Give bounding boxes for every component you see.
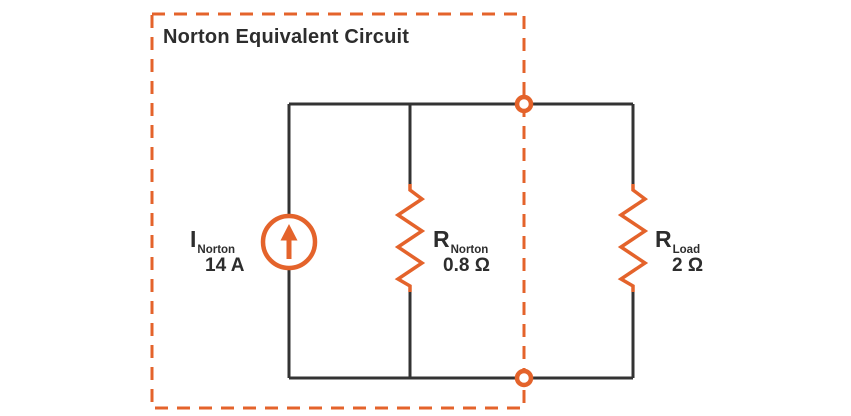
resistor-load-zigzag-icon: [617, 184, 649, 292]
current-source-symbol: [260, 213, 318, 271]
current-source-value: 14 A: [205, 255, 245, 277]
current-source-symbol-text: INorton: [190, 226, 244, 256]
resistor-norton-symbol-text: RNorton: [433, 226, 490, 256]
current-source-label: INorton 14 A: [190, 226, 244, 275]
resistor-load-value: 2 Ω: [672, 255, 704, 277]
resistor-load-symbol-text: RLoad: [655, 226, 703, 256]
resistor-norton-symbol-letter: R: [433, 226, 450, 252]
resistor-load-subscript: Load: [672, 244, 701, 256]
terminal-node-top: [514, 94, 534, 114]
terminal-node-bottom: [514, 368, 534, 388]
up-arrow-icon: [280, 224, 298, 241]
equivalent-circuit-boundary: [150, 12, 526, 410]
current-source-subscript: Norton: [197, 244, 236, 256]
resistor-load-label: RLoad 2 Ω: [655, 226, 703, 275]
resistor-norton-subscript: Norton: [450, 244, 489, 256]
current-source-symbol-letter: I: [190, 226, 197, 252]
diagram-title: Norton Equivalent Circuit: [163, 26, 410, 48]
resistor-load-symbol-letter: R: [655, 226, 672, 252]
resistor-norton-value: 0.8 Ω: [443, 255, 490, 277]
resistor-norton-zigzag-icon: [394, 184, 426, 292]
resistor-norton-label: RNorton 0.8 Ω: [433, 226, 490, 275]
